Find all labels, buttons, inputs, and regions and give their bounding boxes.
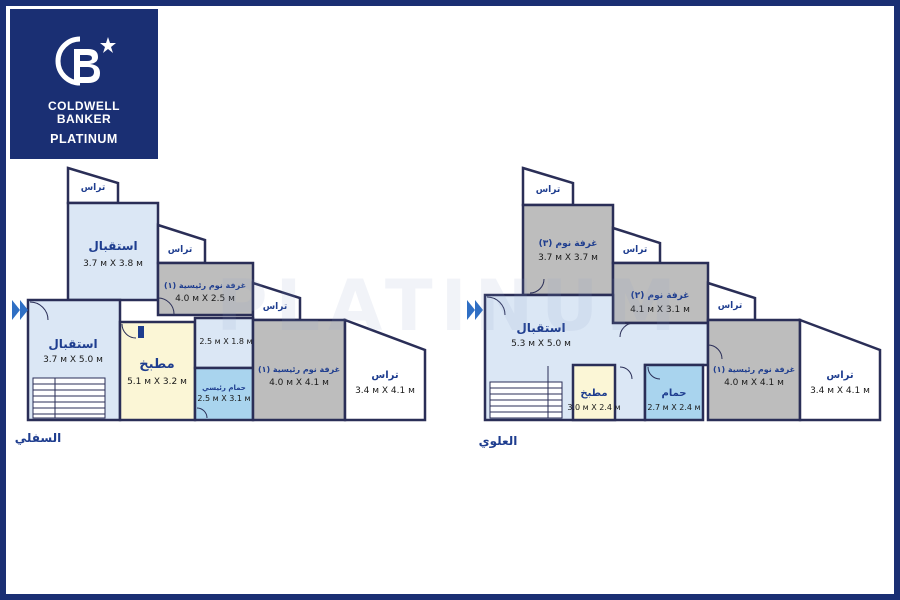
brand-line-1: COLDWELL bbox=[48, 99, 120, 113]
lower-entry-arrow-icon bbox=[12, 300, 28, 320]
door-arc-icon bbox=[486, 296, 506, 316]
lower-bedroom-1-large bbox=[251, 318, 347, 422]
door-arc-icon bbox=[619, 366, 633, 380]
upper-bedroom-3-dim: 3.7 м X 3.7 м bbox=[538, 253, 598, 263]
lower-terrace-big bbox=[343, 318, 427, 422]
lower-bedroom-1-small-label: غرفة نوم رئيسية (١) bbox=[164, 281, 246, 290]
lower-terrace-big-label: تراس bbox=[371, 370, 398, 381]
lower-terrace-3-label: تراس bbox=[263, 302, 287, 312]
lower-reception-lower-label: استقبال bbox=[48, 337, 97, 351]
upper-kitchen-label: مطبخ bbox=[580, 388, 607, 399]
lower-bedroom-1-small-dim: 4.0 м X 2.5 м bbox=[175, 294, 235, 304]
lower-terrace-big-dim: 3.4 м X 4.1 м bbox=[355, 386, 415, 396]
upper-terrace-2-label: تراس bbox=[623, 245, 647, 255]
lower-terrace-top-label: تراس bbox=[81, 183, 105, 193]
lower-bedroom-1-large-dim: 4.0 м X 4.1 м bbox=[269, 378, 329, 388]
lower-guest-bath-label: حمام رئيسي bbox=[202, 384, 246, 392]
upper-reception-label: استقبال bbox=[516, 321, 565, 335]
upper-bedroom-3-label: غرفة نوم (٣) bbox=[539, 239, 598, 249]
lower-terrace-2-label: تراس bbox=[168, 245, 192, 255]
lower-hall-dim: 2.5 м X 1.8 м bbox=[199, 337, 252, 346]
lower-reception-upper-label: استقبال bbox=[88, 239, 137, 253]
lower-floor-name: السفلي bbox=[15, 431, 62, 445]
brand-line-3: PLATINUM bbox=[50, 132, 118, 146]
upper-floor-name: العلوي bbox=[479, 434, 518, 449]
upper-kitchen bbox=[571, 363, 617, 422]
upper-stairs bbox=[489, 366, 563, 419]
lower-reception-lower-dim: 3.7 м X 5.0 м bbox=[43, 355, 103, 365]
door-arc-icon bbox=[619, 322, 635, 338]
cb-monogram-icon bbox=[55, 36, 116, 86]
lower-bedroom-1-small bbox=[156, 261, 255, 317]
lower-bedroom-1-large-label: غرفة نوم رئيسية (١) bbox=[258, 365, 340, 374]
upper-bedroom-1-label: غرفة نوم رئيسية (١) bbox=[713, 365, 795, 374]
lower-kitchen-dim: 5.1 м X 3.2 м bbox=[127, 377, 187, 387]
upper-reception-dim: 5.3 м X 5.0 м bbox=[511, 339, 571, 349]
upper-bedroom-3 bbox=[521, 203, 615, 297]
door-arc-icon bbox=[157, 297, 175, 315]
door-arc-icon bbox=[647, 366, 661, 380]
door-arc-icon bbox=[529, 278, 545, 294]
upper-bath bbox=[643, 363, 705, 422]
door-arc-icon bbox=[196, 407, 208, 419]
upper-bedroom-2-dim: 4.1 м X 3.1 м bbox=[630, 305, 690, 315]
upper-terrace-big-dim: 3.4 м X 4.1 м bbox=[810, 386, 870, 396]
upper-entry-arrow-icon bbox=[467, 300, 483, 320]
upper-bedroom-2-label: غرفة نوم (٢) bbox=[631, 291, 690, 301]
door-arc-icon bbox=[121, 323, 137, 339]
upper-bath-label: حمام bbox=[662, 388, 687, 399]
upper-terrace-3-label: تراس bbox=[718, 301, 742, 311]
upper-bath-dim: 2.7 м X 2.4 м bbox=[647, 403, 700, 412]
upper-bedroom-1-dim: 4.0 м X 4.1 м bbox=[724, 378, 784, 388]
lower-guest-bath-dim: 2.5 м X 3.1 м bbox=[197, 394, 250, 403]
lower-stairs bbox=[32, 377, 106, 419]
upper-terrace-big-label: تراس bbox=[826, 370, 853, 381]
lower-kitchen-fixture bbox=[138, 326, 144, 338]
upper-bedroom-1 bbox=[706, 318, 802, 422]
door-arc-icon bbox=[707, 344, 723, 360]
upper-kitchen-dim: 3.0 м X 2.4 м bbox=[567, 403, 620, 412]
brand-line-2: BANKER bbox=[56, 112, 112, 126]
upper-terrace-top-label: تراس bbox=[536, 185, 560, 195]
lower-kitchen-label: مطبخ bbox=[139, 357, 174, 372]
lower-reception-upper-dim: 3.7 м X 3.8 м bbox=[83, 259, 143, 269]
door-arc-icon bbox=[29, 301, 49, 321]
upper-terrace-big bbox=[798, 318, 882, 422]
brand-logo: COLDWELL BANKER PLATINUM bbox=[10, 9, 158, 159]
